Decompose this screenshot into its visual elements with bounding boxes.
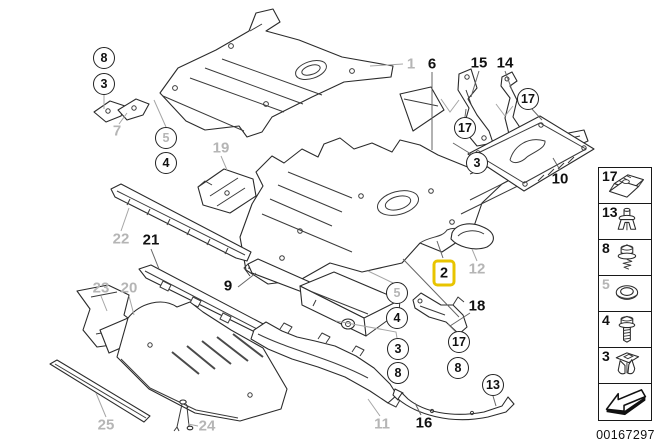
part-drawing-10	[467, 115, 595, 192]
callout-8[interactable]: 8	[447, 357, 469, 379]
callout-17[interactable]: 17	[517, 88, 539, 110]
callout-7[interactable]: 7	[112, 122, 122, 140]
legend-number: 13	[602, 204, 618, 220]
part-drawing-22	[110, 183, 252, 262]
part-drawing-24	[173, 399, 194, 432]
legend-cell-flange-bolt[interactable]: 4	[598, 311, 652, 349]
callout-23[interactable]: 23	[92, 279, 110, 297]
part-drawing-25	[49, 359, 151, 423]
legend-cell-screw-with-washer[interactable]: 8	[598, 239, 652, 277]
part-drawing-12	[450, 223, 494, 250]
callout-3[interactable]: 3	[387, 338, 409, 360]
callout-21[interactable]: 21	[142, 231, 160, 249]
callout-9[interactable]: 9	[223, 277, 233, 295]
callout-19[interactable]: 19	[212, 139, 230, 157]
callout-16[interactable]: 16	[415, 414, 433, 432]
fastener-legend: 17 13 8 5 4 3	[598, 167, 653, 421]
callout-3[interactable]: 3	[466, 152, 488, 174]
callout-1[interactable]: 1	[406, 55, 416, 73]
callout-17[interactable]: 17	[454, 117, 476, 139]
callout-8[interactable]: 8	[387, 362, 409, 384]
callout-3[interactable]: 3	[93, 73, 115, 95]
callout-15[interactable]: 15	[470, 54, 488, 72]
callout-20[interactable]: 20	[120, 279, 138, 297]
callout-25[interactable]: 25	[97, 416, 115, 434]
legend-number: 4	[602, 312, 610, 328]
direction-arrow-icon	[600, 385, 650, 418]
diagram-number: 00167297	[596, 428, 655, 442]
legend-cell-washer[interactable]: 5	[598, 275, 652, 313]
callout-18[interactable]: 18	[468, 297, 486, 315]
part-drawing-19	[197, 168, 257, 214]
callout-5[interactable]: 5	[155, 127, 177, 149]
legend-cell-expanding-rivet[interactable]: 13	[598, 203, 652, 241]
callout-4[interactable]: 4	[386, 307, 408, 329]
callout-24[interactable]: 24	[198, 417, 216, 435]
callout-13[interactable]: 13	[482, 374, 504, 396]
legend-cell-expansion-nut[interactable]: 3	[598, 347, 652, 385]
callout-11[interactable]: 11	[374, 415, 390, 433]
part-drawing-1	[159, 8, 394, 138]
legend-number: 5	[602, 276, 610, 292]
leader-lines	[95, 63, 561, 427]
selected-callout-2[interactable]: 2	[432, 259, 456, 287]
part-drawing-7	[93, 98, 150, 123]
legend-cell-direction-arrow[interactable]	[598, 383, 652, 421]
callout-8[interactable]: 8	[93, 47, 115, 69]
part-drawing-11	[250, 321, 401, 408]
callout-12[interactable]: 12	[468, 260, 486, 278]
legend-number: 8	[602, 240, 610, 256]
callout-5[interactable]: 5	[386, 282, 408, 304]
callout-4[interactable]: 4	[155, 152, 177, 174]
callout-6[interactable]: 6	[427, 55, 437, 73]
callout-17[interactable]: 17	[448, 331, 470, 353]
callout-14[interactable]: 14	[496, 54, 514, 72]
legend-number: 17	[602, 168, 618, 184]
part-drawing-6	[399, 86, 445, 132]
part-drawing-20	[99, 301, 288, 422]
callout-10[interactable]: 10	[551, 170, 569, 188]
legend-number: 3	[602, 348, 610, 364]
part-drawing-18	[412, 292, 468, 335]
part-drawing-21	[138, 264, 268, 337]
callout-22[interactable]: 22	[112, 230, 130, 248]
legend-cell-sheet-metal-clip[interactable]: 17	[598, 167, 652, 205]
